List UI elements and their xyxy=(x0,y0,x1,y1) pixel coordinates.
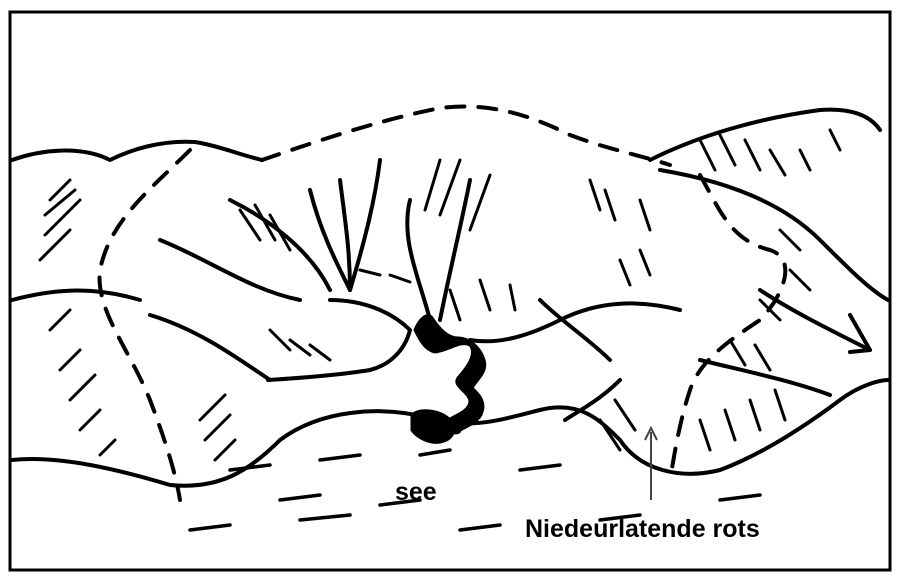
right-mountain-slope xyxy=(660,170,888,300)
resistant-rock-label: Niedeurlatende rots xyxy=(525,515,760,544)
right-mountain-outline xyxy=(650,110,880,160)
watershed-divide-right-branch xyxy=(670,175,785,480)
left-mountain-lower-outline xyxy=(12,291,140,300)
stream-branch-9 xyxy=(700,360,830,395)
valley-left-slope-2 xyxy=(150,315,270,380)
lake-label: see xyxy=(395,478,437,507)
resistant-rock-base xyxy=(412,411,454,442)
valley-left-slope xyxy=(160,240,300,300)
river-right xyxy=(470,303,680,341)
left-mountain-outline xyxy=(12,142,262,160)
stream-branch-7 xyxy=(540,300,610,360)
stream-branch-5 xyxy=(407,200,430,320)
stream-branch-8 xyxy=(565,380,620,420)
watershed-divide xyxy=(262,107,670,165)
